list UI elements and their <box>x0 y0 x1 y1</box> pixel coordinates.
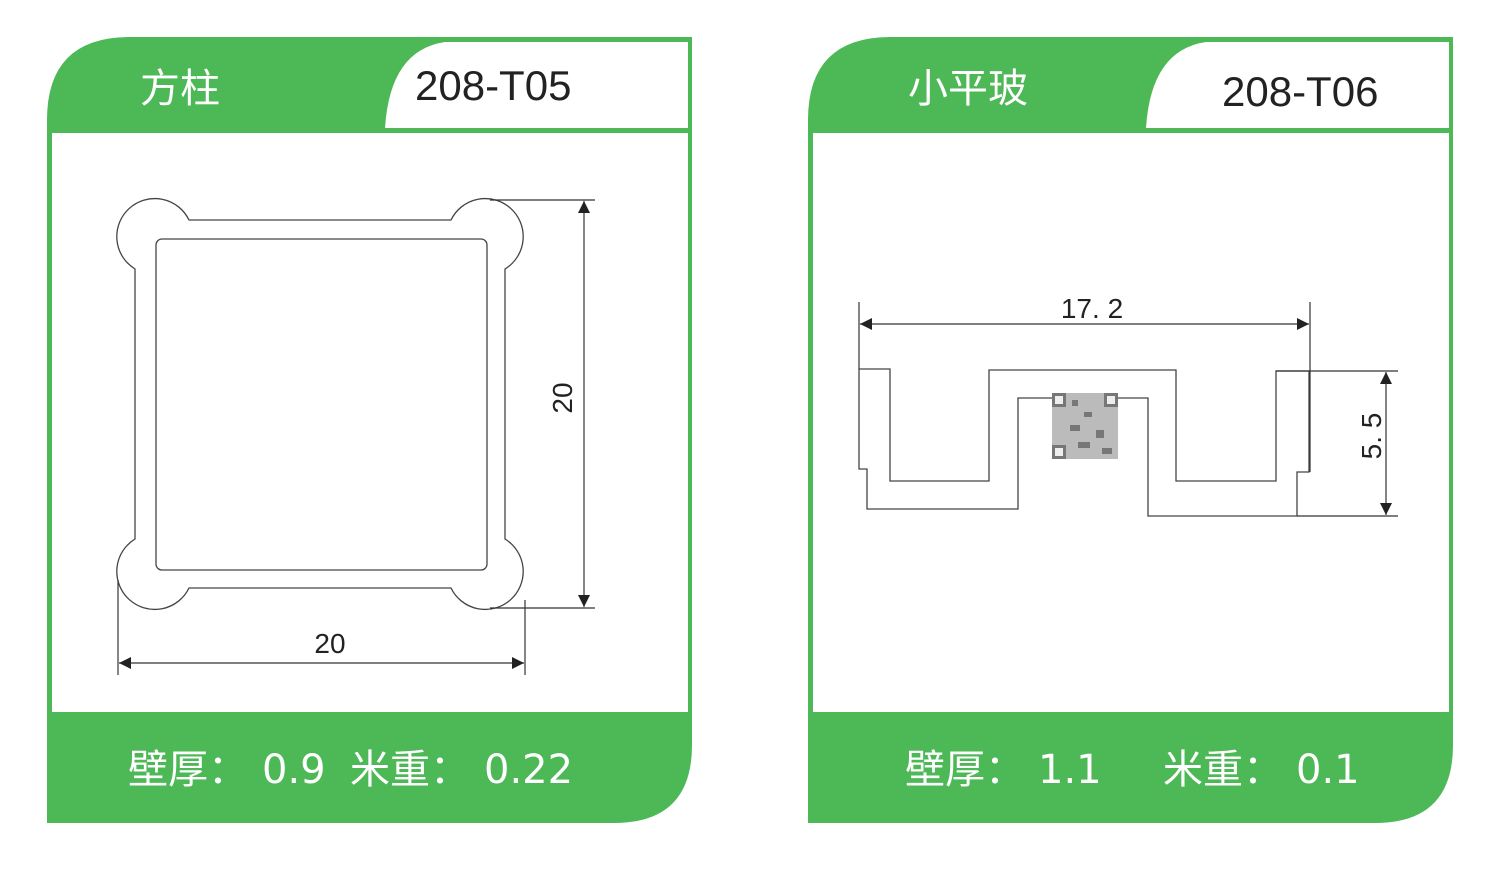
width-dimension: 20 <box>117 580 526 675</box>
drawing-area <box>813 133 1449 712</box>
square-column-profile <box>116 197 524 611</box>
weight-label: 米重： <box>350 747 470 793</box>
product-code: 208-T06 <box>1222 68 1378 115</box>
code-tab <box>1146 42 1449 128</box>
width-label: 20 <box>314 628 345 659</box>
spec-footer: 壁厚： 0.9 米重： 0.22 <box>128 747 573 793</box>
product-name: 小平玻 <box>908 66 1028 112</box>
width-dimension: 17. 2 <box>858 293 1311 472</box>
wall-thickness-label: 壁厚： <box>905 747 1025 793</box>
product-name: 方柱 <box>140 66 220 112</box>
code-tab <box>385 42 688 128</box>
height-dimension: 20 <box>490 199 595 609</box>
wall-thickness-value: 1.1 <box>1038 747 1102 793</box>
width-label: 17. 2 <box>1061 293 1123 324</box>
wall-thickness-value: 0.9 <box>262 747 326 793</box>
spec-footer: 壁厚： 1.1 米重： 0.1 <box>905 747 1360 793</box>
height-label: 20 <box>547 382 578 413</box>
height-label: 5. 5 <box>1356 413 1387 460</box>
weight-label: 米重： <box>1163 747 1283 793</box>
product-card-208-T05: 方柱 208-T05 20 20 壁厚： 0.9 米重： 0.22 <box>47 37 692 823</box>
product-card-208-T06: 小平玻 208-T06 17. 2 5. 5 壁厚： 1.1 米重： 0.1 <box>808 37 1453 823</box>
qr-code <box>1052 393 1118 459</box>
wall-thickness-label: 壁厚： <box>128 747 248 793</box>
weight-value: 0.1 <box>1296 747 1360 793</box>
weight-value: 0.22 <box>484 747 573 793</box>
product-code: 208-T05 <box>415 62 571 109</box>
glass-clip-profile <box>858 368 1310 517</box>
height-dimension: 5. 5 <box>1276 370 1398 517</box>
